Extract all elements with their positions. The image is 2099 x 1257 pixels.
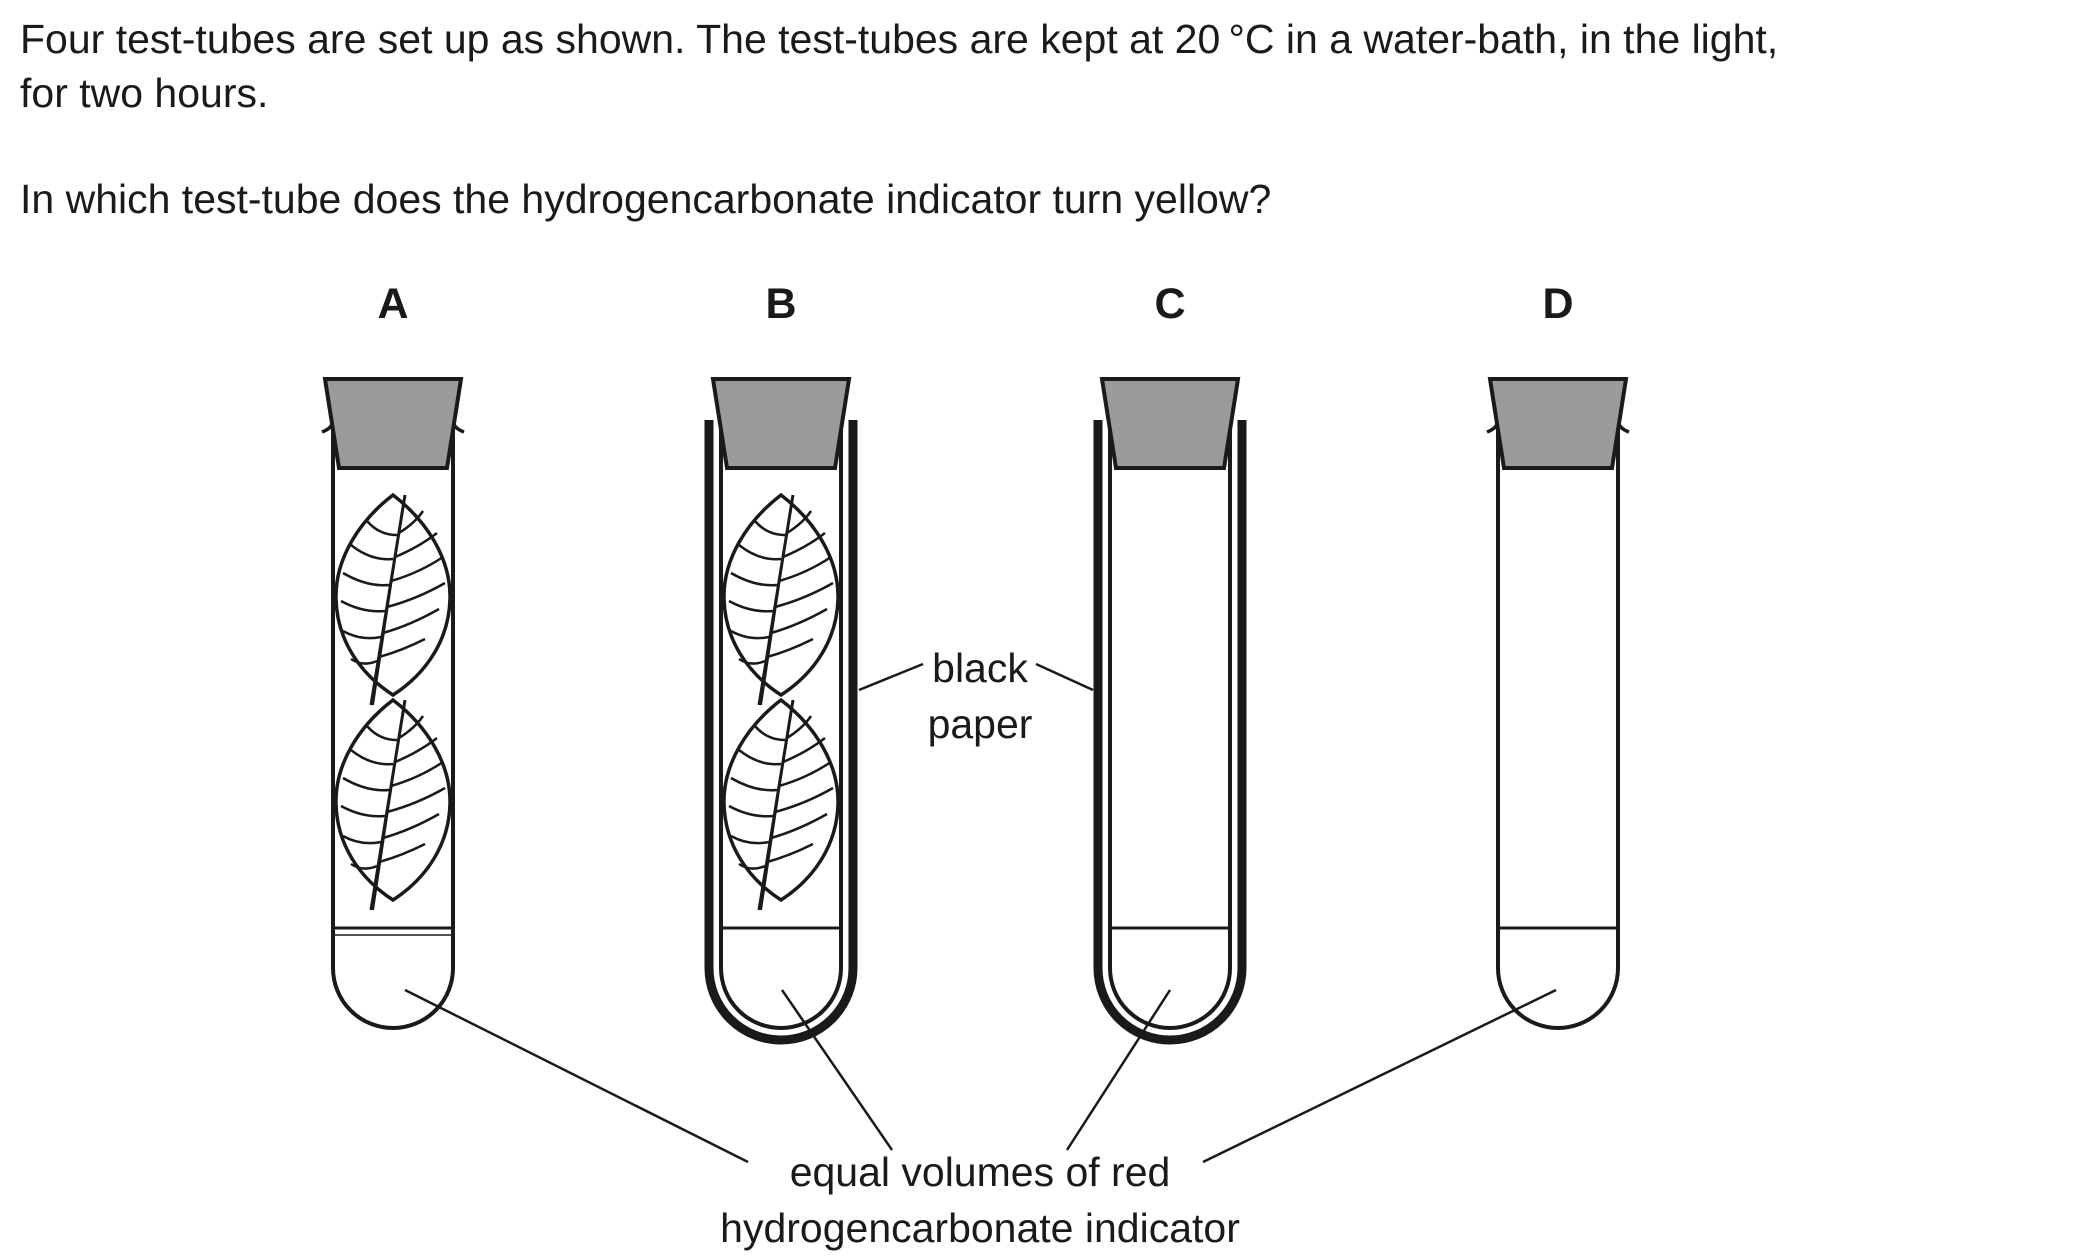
tube-b-black-paper	[704, 420, 858, 1045]
question-prompt: In which test-tube does the hydrogencarb…	[20, 176, 1272, 222]
tube-a-stopper	[322, 377, 464, 470]
tube-letter-d: D	[1542, 280, 1573, 328]
question-intro: Four test-tubes are set up as shown. The…	[20, 12, 1778, 120]
leader-indicator-c	[1065, 989, 1172, 1151]
indicator-label-line-1: equal volumes of red	[790, 1149, 1171, 1195]
tube-letter-a: A	[377, 280, 408, 328]
indicator-label-line-2: hydrogencarbonate indicator	[720, 1205, 1240, 1251]
test-tube-a	[321, 377, 465, 1030]
black-paper-label-line-1: black	[932, 645, 1028, 691]
black-paper-label-line-2: paper	[928, 701, 1033, 747]
black-paper-label: black paper	[858, 645, 1094, 747]
tube-c-glass	[1108, 468, 1232, 1030]
tube-c-black-paper	[1093, 420, 1247, 1045]
leader-indicator-d	[1202, 988, 1557, 1164]
indicator-label: equal volumes of red hydrogencarbonate i…	[404, 988, 1557, 1251]
test-tube-d	[1486, 377, 1630, 1030]
leader-black-paper-b	[858, 662, 924, 692]
question-line-1: Four test-tubes are set up as shown. The…	[20, 16, 1779, 62]
leader-indicator-b	[780, 989, 894, 1151]
tube-b-stopper	[710, 377, 852, 470]
tube-d-stopper	[1487, 377, 1629, 470]
test-tube-c	[1093, 377, 1247, 1045]
test-tube-b	[704, 377, 858, 1045]
leader-black-paper-c	[1035, 662, 1094, 692]
tube-c-stopper	[1099, 377, 1241, 470]
question-line-2: for two hours.	[20, 70, 269, 116]
tube-letter-b: B	[765, 280, 796, 328]
tube-letter-c: C	[1154, 280, 1185, 328]
leader-indicator-a	[404, 988, 749, 1164]
tube-d-glass	[1496, 468, 1620, 1030]
